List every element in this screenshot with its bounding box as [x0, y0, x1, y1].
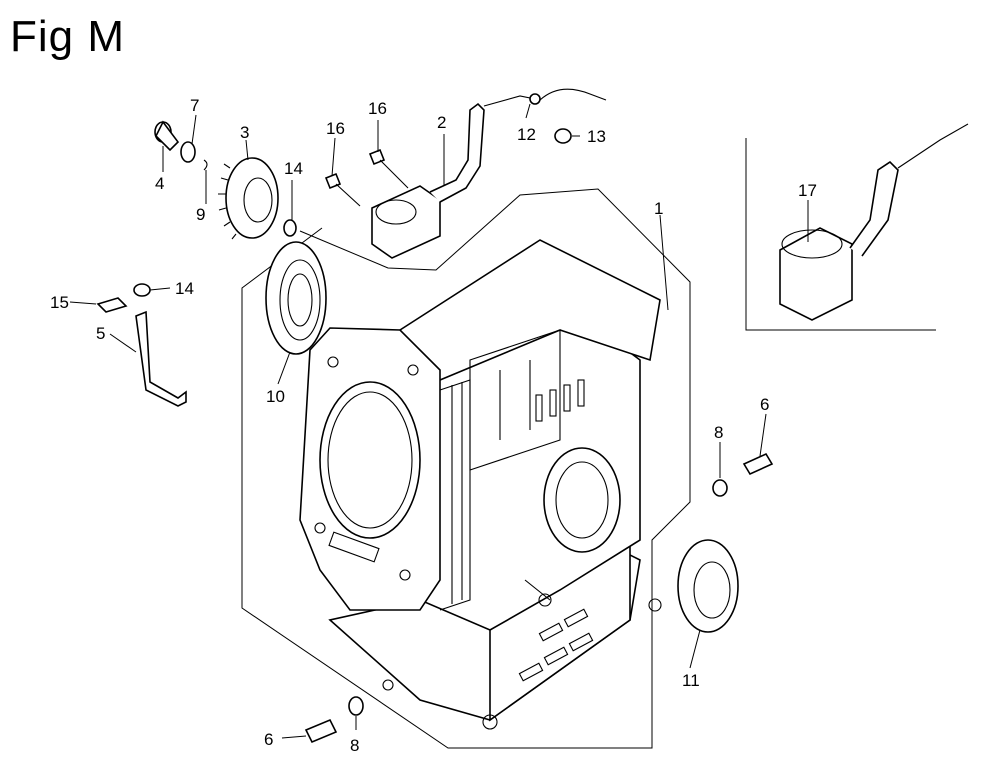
callout-5: 5: [96, 324, 105, 343]
callout-3: 3: [240, 123, 249, 142]
callout-13: 13: [587, 127, 606, 146]
figure-title: Fig M: [10, 12, 125, 61]
governor-gear: [218, 157, 279, 240]
bearing: [265, 241, 327, 355]
callout-6-right: 6: [760, 395, 769, 414]
callout-11: 11: [682, 671, 700, 690]
callout-9: 9: [196, 205, 205, 224]
callout-2: 2: [437, 113, 446, 132]
callout-16-left: 16: [326, 119, 345, 138]
oil-alert-switch: [371, 88, 607, 259]
assembly-outline: [241, 188, 691, 749]
callout-8-bottom: 8: [350, 736, 359, 755]
bolts-16: [324, 148, 409, 207]
callout-14-mid: 14: [175, 279, 194, 298]
callout-10: 10: [266, 387, 285, 406]
leader-lines: [69, 103, 809, 739]
callout-15: 15: [50, 293, 69, 312]
oil-seal: [677, 539, 739, 633]
callout-8-right: 8: [714, 423, 723, 442]
callout-14-top: 14: [284, 159, 303, 178]
crankcase: [299, 239, 662, 730]
inset-frame: [745, 138, 936, 331]
callout-7: 7: [190, 96, 199, 115]
callout-12: 12: [517, 125, 536, 144]
callout-16-right: 16: [368, 99, 387, 118]
callouts: 1 2 3 4 5 6 6 7 8 8 9 10 11 12 13 14 14 …: [50, 96, 817, 755]
bolts-6-washers-8: [304, 452, 774, 744]
callout-4: 4: [155, 174, 164, 193]
callout-17: 17: [798, 181, 817, 200]
nut-13: [554, 128, 572, 144]
oil-alert-switch-assembly: [779, 123, 969, 321]
governor-arm-shaft: [96, 297, 187, 407]
callout-6-bottom: 6: [264, 730, 273, 749]
callout-1: 1: [654, 199, 663, 218]
small-hardware: [133, 120, 297, 297]
